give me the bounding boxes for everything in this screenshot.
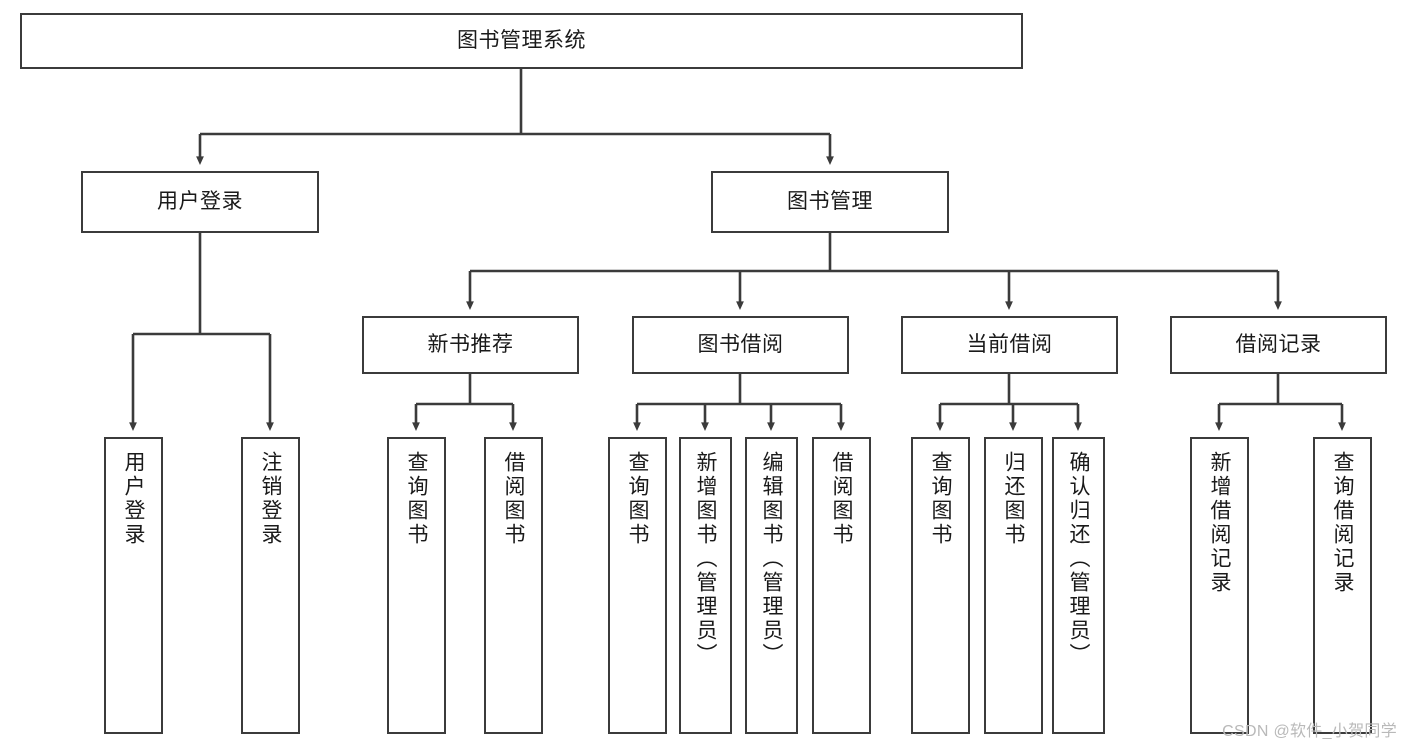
node-borrow-record[interactable]: 借阅记录 [1170, 316, 1387, 374]
leaf-query-book-1-label: 查询图书 [405, 451, 428, 547]
leaf-borrow-book-1-label: 借阅图书 [502, 451, 525, 547]
leaf-edit-book-label: 编辑图书（管理员） [760, 451, 783, 667]
leaf-query-borrow-record[interactable]: 查询借阅记录 [1313, 437, 1372, 734]
leaf-borrow-book-2[interactable]: 借阅图书 [812, 437, 871, 734]
node-root[interactable]: 图书管理系统 [20, 13, 1023, 69]
node-book-management-label: 图书管理 [787, 189, 873, 213]
node-root-label: 图书管理系统 [457, 28, 586, 52]
node-new-book-recommend[interactable]: 新书推荐 [362, 316, 579, 374]
node-book-borrow[interactable]: 图书借阅 [632, 316, 849, 374]
leaf-borrow-book-2-label: 借阅图书 [830, 451, 853, 547]
leaf-add-borrow-record-label: 新增借阅记录 [1208, 451, 1231, 595]
leaf-add-borrow-record[interactable]: 新增借阅记录 [1190, 437, 1249, 734]
leaf-return-book[interactable]: 归还图书 [984, 437, 1043, 734]
node-borrow-record-label: 借阅记录 [1235, 332, 1322, 356]
leaf-query-borrow-record-label: 查询借阅记录 [1331, 451, 1354, 595]
leaf-query-book-2-label: 查询图书 [626, 451, 649, 547]
node-user-login[interactable]: 用户登录 [81, 171, 319, 233]
node-current-borrow[interactable]: 当前借阅 [901, 316, 1118, 374]
leaf-query-book-2[interactable]: 查询图书 [608, 437, 667, 734]
leaf-add-book[interactable]: 新增图书（管理员） [679, 437, 732, 734]
leaf-user-login-label: 用户登录 [122, 451, 145, 547]
leaf-query-book-1[interactable]: 查询图书 [387, 437, 446, 734]
leaf-query-book-3-label: 查询图书 [929, 451, 952, 547]
leaf-query-book-3[interactable]: 查询图书 [911, 437, 970, 734]
csdn-watermark: CSDN @软件_小贺同学 [1222, 723, 1397, 740]
node-book-management[interactable]: 图书管理 [711, 171, 949, 233]
leaf-confirm-return-label: 确认归还（管理员） [1067, 451, 1090, 667]
node-new-book-recommend-label: 新书推荐 [427, 332, 514, 356]
node-book-borrow-label: 图书借阅 [697, 332, 784, 356]
leaf-add-book-label: 新增图书（管理员） [694, 451, 717, 667]
leaf-borrow-book-1[interactable]: 借阅图书 [484, 437, 543, 734]
leaf-logout[interactable]: 注销登录 [241, 437, 300, 734]
node-user-login-label: 用户登录 [157, 189, 243, 213]
leaf-user-login[interactable]: 用户登录 [104, 437, 163, 734]
leaf-return-book-label: 归还图书 [1002, 451, 1025, 547]
leaf-logout-label: 注销登录 [259, 451, 282, 547]
leaf-confirm-return[interactable]: 确认归还（管理员） [1052, 437, 1105, 734]
node-current-borrow-label: 当前借阅 [966, 332, 1053, 356]
leaf-edit-book[interactable]: 编辑图书（管理员） [745, 437, 798, 734]
